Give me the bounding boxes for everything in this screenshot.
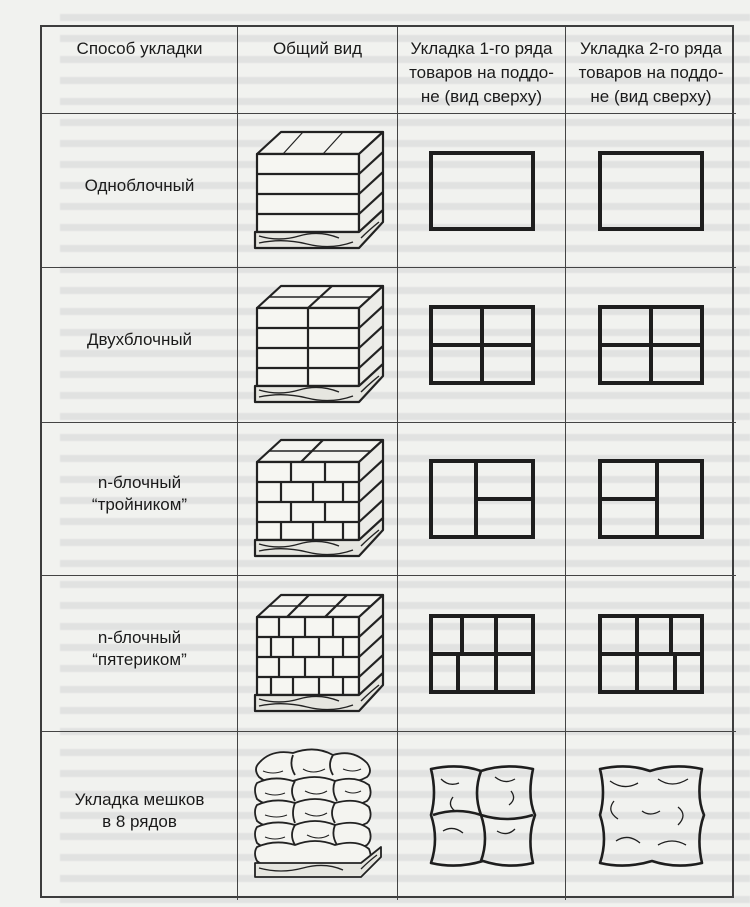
five-block-pallet-icon: [253, 593, 384, 712]
header-general-view: Общий вид: [238, 27, 398, 114]
three-block-pallet-icon: [253, 438, 384, 558]
single-block-layout-icon: [428, 150, 535, 231]
general-view-two-block: [238, 268, 398, 423]
header-method: Способ укладки: [42, 27, 238, 114]
layer1-sacks: [398, 732, 566, 900]
single-block-pallet-icon: [253, 130, 384, 249]
four-block-layout-icon: [428, 305, 535, 385]
row-name-five-block: n-блочный “пятериком”: [42, 576, 238, 732]
four-block-layout-icon: [598, 305, 704, 385]
general-view-three-block: [238, 423, 398, 576]
row-name-two-block: Двухблочный: [42, 268, 238, 423]
layer2-three-block: [566, 423, 736, 576]
general-view-five-block: [238, 576, 398, 732]
five-block-mirrored-layout-icon: [598, 613, 704, 694]
layer1-five-block: [398, 576, 566, 732]
sacks-layout-icon: [429, 765, 536, 867]
layer2-single-block: [566, 114, 736, 268]
sacks-layout-icon: [598, 765, 706, 867]
five-block-layout-icon: [428, 613, 535, 694]
row-name-sacks: Укладка мешков в 8 рядов: [42, 732, 238, 900]
three-block-layout-icon: [428, 459, 535, 539]
layer2-two-block: [566, 268, 736, 423]
layer2-sacks: [566, 732, 736, 900]
sacks-pallet-icon: [253, 748, 382, 878]
header-layer2: Укладка 2-го ряда товаров на поддо- не (…: [566, 27, 736, 114]
three-block-mirrored-layout-icon: [598, 459, 704, 539]
stacking-methods-table: Способ укладки Общий вид Укладка 1-го ря…: [40, 25, 736, 900]
header-layer1: Укладка 1-го ряда товаров на поддо- не (…: [398, 27, 566, 114]
row-name-single-block: Одноблочный: [42, 114, 238, 268]
row-name-three-block: n-блочный “тройником”: [42, 423, 238, 576]
layer1-two-block: [398, 268, 566, 423]
single-block-layout-icon: [598, 150, 704, 231]
two-block-pallet-icon: [253, 284, 384, 404]
general-view-sacks: [238, 732, 398, 900]
layer1-single-block: [398, 114, 566, 268]
general-view-single-block: [238, 114, 398, 268]
layer2-five-block: [566, 576, 736, 732]
layer1-three-block: [398, 423, 566, 576]
